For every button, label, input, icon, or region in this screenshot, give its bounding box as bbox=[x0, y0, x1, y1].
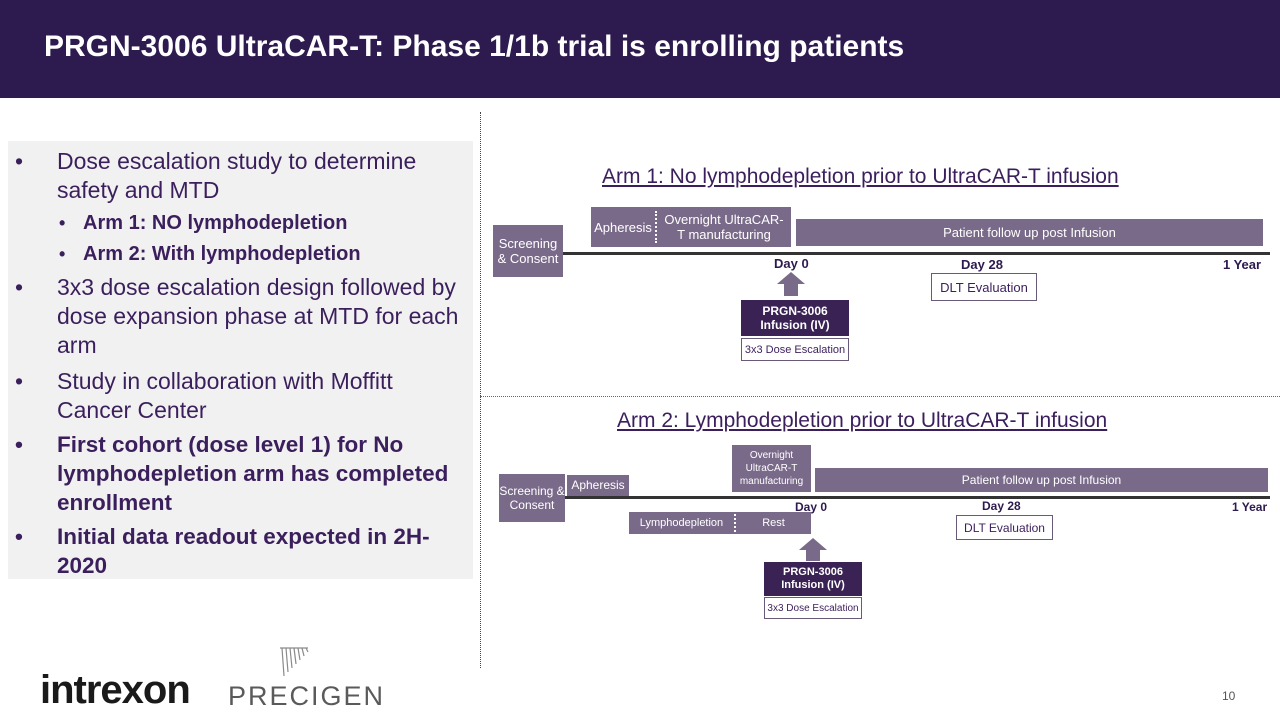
arm2-day28-label: Day 28 bbox=[982, 499, 1021, 513]
arm2-day0-label: Day 0 bbox=[795, 500, 828, 514]
sub-bullet-text: Arm 1: NO lymphodepletion bbox=[83, 212, 348, 234]
arm1-timeline bbox=[563, 252, 1270, 255]
arm2-rest-label: Rest bbox=[762, 516, 785, 529]
bullet-marker: • bbox=[59, 213, 66, 233]
dashed-separator bbox=[655, 211, 657, 243]
arm1-infusion-box: PRGN-3006 Infusion (IV) bbox=[741, 300, 849, 336]
bullet-marker: • bbox=[15, 524, 23, 549]
vertical-divider bbox=[480, 112, 481, 668]
horizontal-divider bbox=[480, 396, 1280, 397]
bullet-marker: • bbox=[15, 148, 24, 174]
arm2-lymphodepletion-rest-box: Lymphodepletion Rest bbox=[629, 512, 811, 534]
arm1-apheresis-label: Apheresis bbox=[594, 219, 652, 235]
sub-bullet-text: Arm 2: With lymphodepletion bbox=[83, 243, 361, 265]
arm2-dlt-box: DLT Evaluation bbox=[956, 515, 1053, 540]
arm2-infusion-box: PRGN-3006 Infusion (IV) bbox=[764, 562, 862, 596]
intrexon-logo: intrexon bbox=[40, 668, 191, 712]
arm1-dlt-box: DLT Evaluation bbox=[931, 273, 1037, 301]
arm2-up-arrow-icon bbox=[799, 538, 827, 561]
header-bar bbox=[0, 0, 1280, 98]
arm1-followup-box: Patient follow up post Infusion bbox=[796, 219, 1263, 246]
bullet-text: 3x3 dose escalation design followed by d… bbox=[57, 274, 459, 358]
bullet-text: Study in collaboration with Moffitt Canc… bbox=[57, 368, 393, 423]
bullet-text: Dose escalation study to determine safet… bbox=[57, 148, 417, 203]
arm1-day28-label: Day 28 bbox=[961, 257, 1003, 272]
arm2-lymphodepletion-label: Lymphodepletion bbox=[639, 516, 724, 529]
arm1-up-arrow-icon bbox=[777, 272, 805, 296]
arm2-followup-box: Patient follow up post Infusion bbox=[815, 468, 1268, 492]
arm1-screening-box: Screening & Consent bbox=[493, 225, 563, 277]
arm1-dose-escalation-box: 3x3 Dose Escalation bbox=[741, 338, 849, 361]
precigen-mark-icon bbox=[280, 647, 309, 677]
bullet-marker: • bbox=[59, 244, 66, 264]
arm2-year1-label: 1 Year bbox=[1232, 500, 1268, 514]
bullet-marker: • bbox=[15, 432, 23, 457]
arm2-manufacturing-box: Overnight UltraCAR-T manufacturing bbox=[732, 445, 811, 492]
slide-title: PRGN-3006 UltraCAR-T: Phase 1/1b trial i… bbox=[44, 30, 905, 63]
arm2-screening-box: Screening & Consent bbox=[499, 474, 565, 522]
summary-panel bbox=[8, 141, 473, 579]
arm2-timeline bbox=[565, 496, 1270, 499]
arm1-day0-label: Day 0 bbox=[774, 256, 809, 271]
precigen-logo: PRECIGEN bbox=[228, 681, 386, 711]
arm1-title: Arm 1: No lymphodepletion prior to Ultra… bbox=[602, 165, 1119, 188]
page-number: 10 bbox=[1222, 689, 1236, 703]
arm2-title: Arm 2: Lymphodepletion prior to UltraCAR… bbox=[617, 409, 1108, 432]
bullet-text: First cohort (dose level 1) for No lymph… bbox=[57, 432, 449, 515]
arm2-apheresis-box: Apheresis bbox=[567, 475, 629, 496]
bullet-marker: • bbox=[15, 368, 24, 394]
dashed-separator bbox=[734, 514, 736, 532]
arm1-manufacturing-label: Overnight UltraCAR-T manufacturing bbox=[664, 212, 784, 242]
bullet-marker: • bbox=[15, 274, 24, 300]
bullet-text: Initial data readout expected in 2H-2020 bbox=[57, 524, 430, 578]
arm1-year1-label: 1 Year bbox=[1223, 257, 1262, 272]
arm2-dose-escalation-box: 3x3 Dose Escalation bbox=[764, 597, 862, 619]
arm1-apheresis-manufacturing-box: Apheresis Overnight UltraCAR-T manufactu… bbox=[591, 207, 791, 247]
